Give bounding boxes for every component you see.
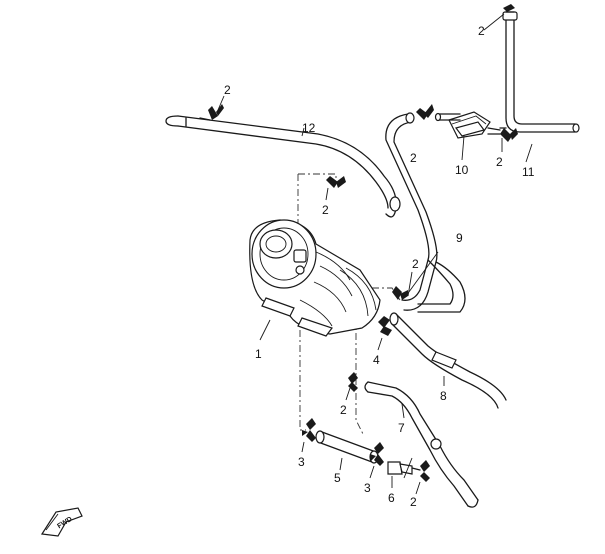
callout-2-near-8: 2 xyxy=(412,257,419,271)
part-5-hose xyxy=(315,430,379,464)
callout-2-near-11: 2 xyxy=(496,155,503,169)
hose-11 xyxy=(499,11,580,133)
clamp-2-near-7 xyxy=(348,372,358,392)
part-1-canister xyxy=(249,219,381,337)
callout-labels: 1 2 2 2 2 2 2 2 2 3 3 4 5 6 7 8 9 10 11 … xyxy=(224,24,535,509)
hose-7 xyxy=(364,381,479,508)
hose-9 xyxy=(385,112,466,313)
clamp-2-near-11 xyxy=(500,128,518,142)
part-10-valve xyxy=(434,111,501,139)
clamp-2-top-right xyxy=(503,4,515,12)
callout-2-mid: 2 xyxy=(322,203,329,217)
callout-2-near-7: 2 xyxy=(340,403,347,417)
callout-3-left: 3 xyxy=(298,455,305,469)
clamp-3-left xyxy=(302,418,316,442)
callout-2-near-9: 2 xyxy=(410,151,417,165)
callout-11: 11 xyxy=(522,165,535,179)
callout-10: 10 xyxy=(455,163,469,177)
clamp-2-near-9 xyxy=(416,104,434,120)
part-6-fitting xyxy=(387,461,421,475)
clamp-2-mid xyxy=(326,176,346,188)
clamp-2-near-8 xyxy=(392,286,408,300)
callout-1: 1 xyxy=(255,347,262,361)
clamp-2-near-12 xyxy=(208,104,224,120)
callout-6: 6 xyxy=(388,491,395,505)
callout-8: 8 xyxy=(440,389,447,403)
fwd-arrow-icon: FWD xyxy=(40,507,83,537)
hose-8 xyxy=(389,312,507,409)
callout-12: 12 xyxy=(302,121,316,135)
callout-7: 7 xyxy=(398,421,405,435)
callout-9: 9 xyxy=(456,231,463,245)
hose-12 xyxy=(165,115,401,218)
clamp-4 xyxy=(378,316,392,336)
callout-2-near-6: 2 xyxy=(410,495,417,509)
callout-3-right: 3 xyxy=(364,481,371,495)
leader-lines xyxy=(217,13,533,495)
callout-2-near-12: 2 xyxy=(224,83,231,97)
callout-4: 4 xyxy=(373,353,380,367)
clamp-2-near-6 xyxy=(420,460,430,482)
clamp-3-right xyxy=(370,442,384,466)
callout-5: 5 xyxy=(334,471,341,485)
callout-2-top: 2 xyxy=(478,24,485,38)
